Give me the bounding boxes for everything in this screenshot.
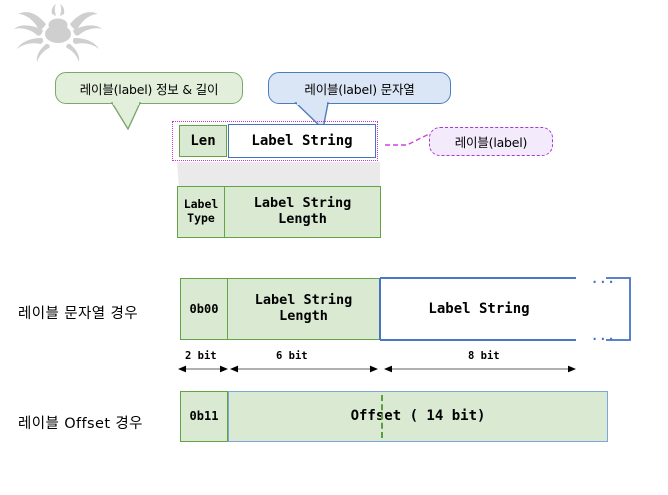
- dim-label-2bit: 2 bit: [185, 350, 217, 362]
- dim-label-6bit: 6 bit: [276, 350, 308, 362]
- row1-field-label-string-length[interactable]: Label String Length: [228, 278, 380, 340]
- field-label-string-text: Label String: [251, 132, 353, 149]
- dimension-arrows: [178, 365, 576, 373]
- row2-field-offset[interactable]: Offset ( 14 bit): [228, 391, 608, 442]
- field-label-type-line2: Type: [187, 211, 215, 225]
- callout-purple-leader: [385, 133, 430, 146]
- row-caption-label-offset-case: 레이블 Offset 경우: [18, 416, 143, 432]
- row1-field-prefix-bits[interactable]: 0b00: [180, 278, 228, 340]
- row2-prefix-bits-text: 0b11: [189, 409, 219, 424]
- row1-ellipsis-top: ...: [591, 272, 616, 286]
- row1-length-line1: Label String: [254, 292, 353, 309]
- callout-label-string-text: 레이블(label) 문자열: [304, 81, 415, 97]
- field-label-string[interactable]: Label String: [228, 124, 376, 158]
- row1-ellipsis-bottom: ...: [591, 329, 616, 343]
- row1-field-label-string-frame: [379, 277, 631, 341]
- row1-length-line2: Length: [279, 308, 328, 324]
- field-len-text: Len: [190, 132, 216, 149]
- field-label-type[interactable]: Label Type: [177, 186, 225, 238]
- callout-blue-tail: [294, 102, 329, 130]
- dim-label-8bit: 8 bit: [468, 350, 500, 362]
- offset-bit-divider: [381, 395, 383, 438]
- callout-green-tail: [110, 102, 142, 130]
- row1-field-label-string[interactable]: Label String: [382, 278, 576, 340]
- field-label-string-length-line1: Label String: [253, 195, 352, 212]
- spider-logo-watermark: [6, 4, 110, 64]
- row-caption-label-string-case: 레이블 문자열 경우: [18, 306, 138, 322]
- zoom-wedge: [177, 162, 380, 189]
- field-label-string-length-line2: Length: [278, 211, 327, 227]
- callout-label-info-length[interactable]: 레이블(label) 정보 & 길이: [55, 72, 243, 104]
- record-selection-outline: [172, 121, 378, 161]
- row2-field-prefix-bits[interactable]: 0b11: [180, 391, 228, 442]
- row2-offset-text: Offset ( 14 bit): [350, 408, 486, 425]
- field-len[interactable]: Len: [179, 125, 227, 157]
- field-label-type-line1: Label: [183, 197, 219, 212]
- callout-label[interactable]: 레이블(label): [429, 127, 553, 156]
- callout-label-text: 레이블(label): [454, 135, 528, 150]
- callout-label-string[interactable]: 레이블(label) 문자열: [268, 72, 451, 104]
- row1-label-string-text: Label String: [428, 300, 530, 317]
- row1-prefix-bits-text: 0b00: [189, 301, 219, 316]
- field-label-string-length[interactable]: Label String Length: [225, 186, 381, 238]
- callout-label-info-length-text: 레이블(label) 정보 & 길이: [79, 81, 219, 97]
